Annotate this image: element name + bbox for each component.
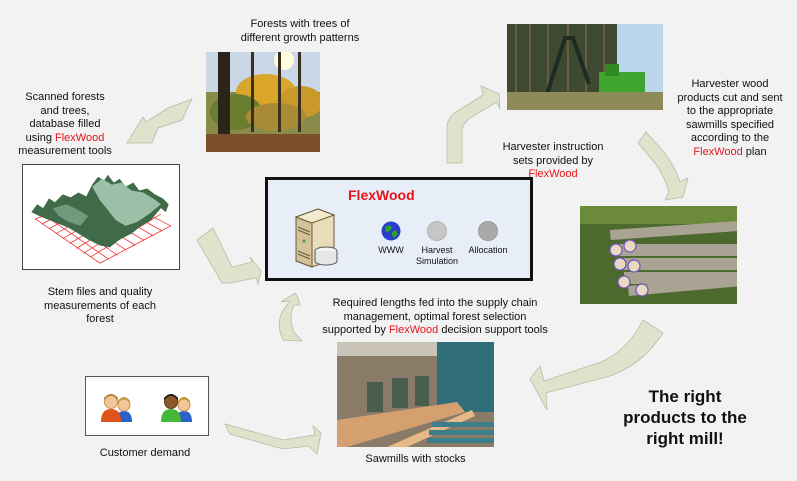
- stem-caption-line2: measurements of each: [44, 299, 156, 312]
- module-allocation[interactable]: Allocation: [453, 221, 523, 256]
- brand-name: FlexWood: [528, 168, 578, 180]
- required-line2: management, optimal forest selection: [343, 310, 527, 323]
- sawmills-caption: Sawmills with stocks: [365, 453, 466, 465]
- harvester-wood-line1: Harvester wood: [691, 78, 769, 90]
- circle-icon: [427, 221, 447, 241]
- scanned-caption: Scanned forests and trees, database fill…: [10, 91, 120, 159]
- required-text: supported by: [322, 324, 389, 336]
- customer-demand-box: [85, 376, 209, 436]
- slogan-line1: The right: [648, 387, 722, 406]
- harvester-wood-caption: Harvester wood products cut and sent to …: [665, 78, 795, 159]
- scanned-caption-text: using: [25, 131, 56, 144]
- forests-caption-line1: Forests with trees of: [250, 18, 350, 30]
- harvester-wood-line5: according to the: [690, 132, 770, 144]
- slogan: The right products to the right mill!: [610, 386, 760, 449]
- arrow-forests-to-scanned: [126, 98, 193, 144]
- scanned-caption-line3: database filled: [29, 118, 101, 130]
- harvester-wood-line6: FlexWood plan: [665, 146, 795, 160]
- logs-photo: [580, 206, 737, 304]
- harvester-instruction-line1: Harvester instruction: [502, 141, 604, 153]
- flexwood-title: FlexWood: [348, 187, 415, 203]
- brand-name: FlexWood: [55, 131, 105, 144]
- arrow-scanned-to-flexwood: [196, 227, 262, 286]
- forests-caption: Forests with trees of different growth p…: [200, 18, 400, 45]
- required-line3: supported by FlexWood decision support t…: [290, 324, 580, 338]
- scanned-caption-line5: measurement tools: [18, 145, 112, 157]
- module-harvest-simulation-label: Harvest Simulation: [415, 245, 459, 266]
- slogan-line2: products to the: [623, 408, 747, 427]
- harvester-wood-line4: sawmills specified: [685, 118, 775, 131]
- globe-icon: [381, 221, 401, 241]
- required-line1: Required lengths fed into the supply cha…: [332, 297, 538, 309]
- flexwood-system-box: FlexWood WWW Harvest Simulation Allocati…: [265, 177, 533, 281]
- stem-caption-line3: forest: [86, 313, 114, 325]
- harvester-wood-line2: products cut and sent: [677, 91, 783, 104]
- harvester-photo: [507, 24, 663, 110]
- server-icon: [294, 208, 338, 268]
- arrow-customer-to-sawmills: [224, 423, 322, 455]
- module-harvest-simulation[interactable]: Harvest Simulation: [402, 221, 472, 267]
- users-icon: [101, 394, 132, 422]
- module-allocation-label: Allocation: [468, 245, 508, 255]
- brand-name: FlexWood: [693, 145, 743, 158]
- module-www-label: WWW: [378, 245, 404, 255]
- users-icon: [161, 394, 192, 422]
- scanned-caption-line2: and trees,: [40, 104, 90, 117]
- harvester-instruction-caption: Harvester instruction sets provided by F…: [488, 141, 618, 182]
- forests-caption-line2: different growth patterns: [240, 31, 360, 44]
- customer-caption: Customer demand: [99, 447, 191, 459]
- stem-caption: Stem files and quality measurements of e…: [20, 286, 180, 327]
- sawmill-photo: [337, 342, 494, 447]
- module-www[interactable]: WWW: [356, 221, 426, 256]
- brand-name: FlexWood: [388, 324, 439, 336]
- required-text: decision support tools: [438, 324, 548, 336]
- forest-photo: [206, 52, 320, 152]
- harvester-wood-line3: to the appropriate: [686, 105, 774, 117]
- scanned-caption-line4: using FlexWood: [10, 132, 120, 146]
- scanned-caption-line1: Scanned forests: [25, 91, 105, 103]
- harvester-wood-text: plan: [742, 145, 767, 158]
- circle-icon: [478, 221, 498, 241]
- slogan-line3: right mill!: [646, 429, 724, 448]
- required-lengths-caption: Required lengths fed into the supply cha…: [290, 297, 580, 338]
- scan-terrain-image: [22, 164, 180, 270]
- harvester-instruction-line2: sets provided by: [512, 154, 594, 167]
- stem-caption-line1: Stem files and quality: [47, 286, 153, 298]
